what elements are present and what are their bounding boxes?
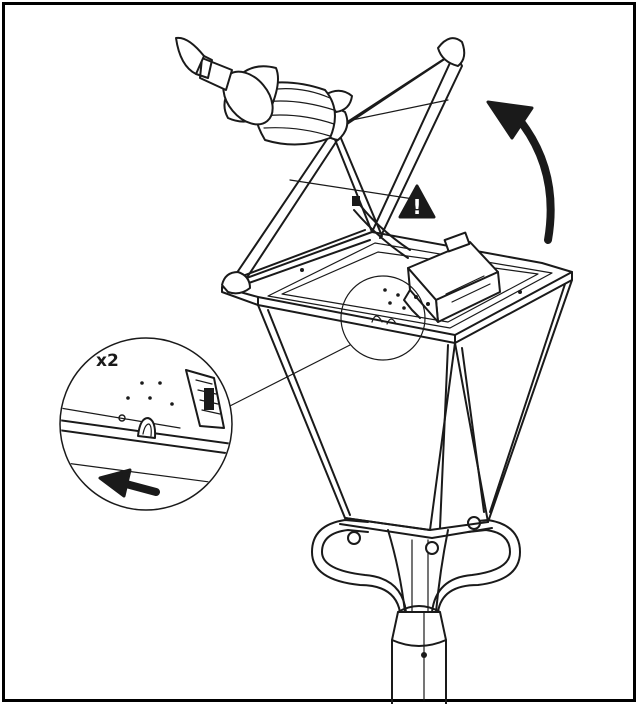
lamp-post	[391, 605, 447, 704]
callout-leader-line	[221, 344, 351, 411]
control-gear-unit	[352, 196, 501, 323]
lantern-cap-finial	[175, 36, 336, 146]
warning-triangle-icon: !	[398, 184, 436, 219]
curved-arrow-icon	[486, 100, 555, 244]
straight-arrow-left-icon	[98, 468, 160, 498]
warning-mark: !	[412, 195, 421, 219]
support-bracket	[311, 516, 521, 613]
rim-fixing-points	[300, 268, 522, 325]
detail-callout: x2	[59, 337, 233, 511]
quantity-label: x2	[96, 351, 119, 371]
detail-source-circle	[340, 275, 426, 361]
